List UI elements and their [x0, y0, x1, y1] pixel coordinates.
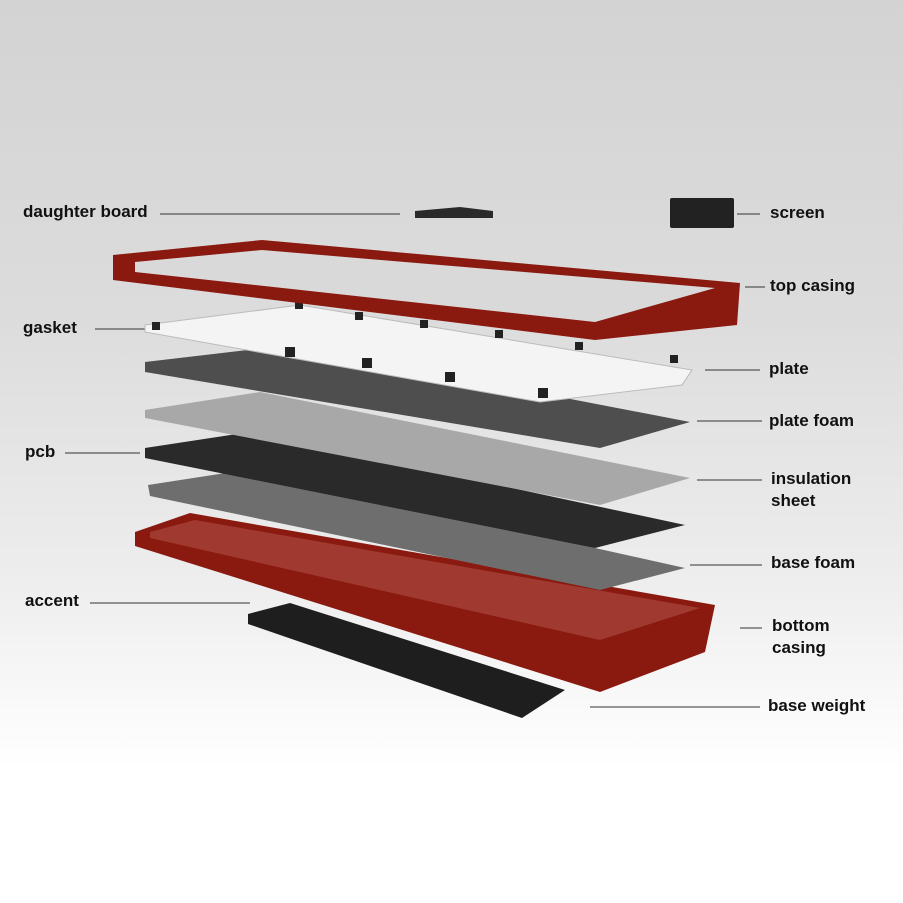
label-base-weight: base weight	[768, 696, 866, 715]
label-insulation-line1: insulation	[771, 469, 852, 488]
label-accent: accent	[25, 591, 79, 610]
label-plate: plate	[769, 359, 809, 378]
plate-foam-part	[145, 345, 690, 448]
pcb-part	[145, 432, 685, 548]
label-pcb: pcb	[25, 442, 56, 461]
label-base-foam: base foam	[771, 553, 856, 572]
daughter-board-part	[415, 207, 493, 218]
base-foam-part	[148, 470, 685, 590]
label-insulation-line2: sheet	[771, 491, 816, 510]
label-plate-foam: plate foam	[769, 411, 855, 430]
label-screen: screen	[770, 203, 825, 222]
label-top-casing: top casing	[770, 276, 856, 295]
label-daughter-board: daughter board	[23, 202, 148, 221]
gasket-parts	[152, 301, 678, 398]
label-bottom-line2: casing	[772, 638, 826, 657]
label-bottom-line1: bottom	[772, 616, 830, 635]
screen-part	[670, 198, 734, 228]
label-gasket: gasket	[23, 318, 77, 337]
base-weight-part	[248, 603, 565, 718]
label-insulation-sheet: insulation sheet	[771, 468, 851, 512]
label-bottom-casing: bottom casing	[772, 615, 830, 659]
leader-lines	[65, 213, 765, 708]
insulation-sheet-part	[145, 392, 690, 505]
